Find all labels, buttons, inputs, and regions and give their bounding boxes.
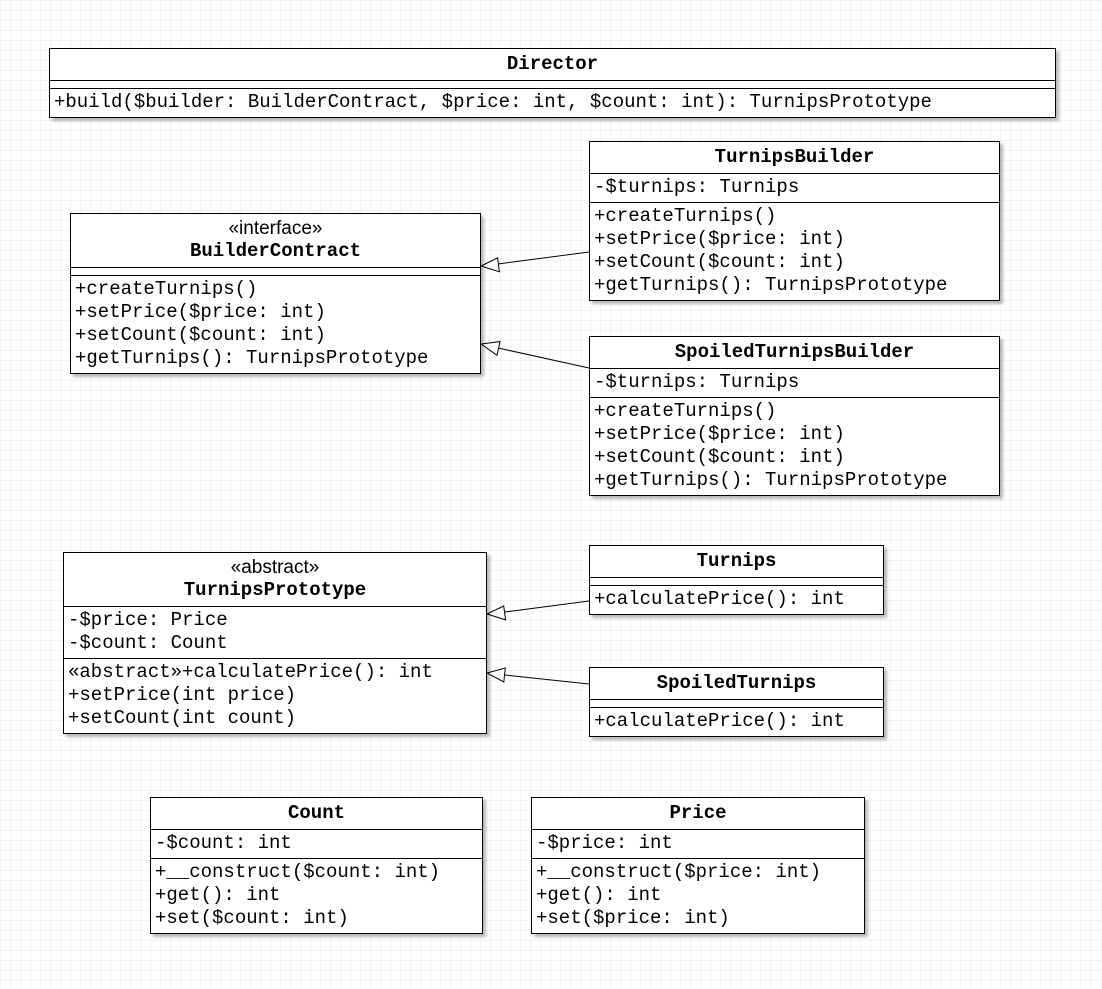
class-header: SpoiledTurnipsBuilder bbox=[590, 337, 999, 369]
operations-section: +createTurnips() +setPrice($price: int) … bbox=[590, 203, 999, 300]
class-name: TurnipsBuilder bbox=[714, 146, 875, 168]
hollow-arrowhead bbox=[485, 605, 507, 621]
attribute: -$turnips: Turnips bbox=[594, 176, 800, 198]
operation: +setCount($count: int) bbox=[75, 324, 326, 346]
operation: +setPrice(int price) bbox=[68, 684, 297, 706]
class-header: Price bbox=[532, 798, 864, 830]
operation: +setPrice($price: int) bbox=[594, 228, 845, 250]
class-header: SpoiledTurnips bbox=[590, 668, 883, 700]
attributes-section: -$count: int bbox=[151, 830, 482, 859]
operations-section: «abstract»+calculatePrice(): int +setPri… bbox=[64, 659, 486, 733]
class-name: BuilderContract bbox=[189, 240, 362, 262]
operations-section: +__construct($count: int) +get(): int +s… bbox=[151, 859, 482, 933]
operations-section: +createTurnips() +setPrice($price: int) … bbox=[590, 398, 999, 495]
hollow-arrowhead bbox=[479, 257, 500, 273]
class-count[interactable]: Count -$count: int +__construct($count: … bbox=[150, 797, 483, 934]
attributes-section: -$price: int bbox=[532, 830, 864, 859]
operation: +setPrice($price: int) bbox=[75, 301, 326, 323]
hollow-arrowhead bbox=[479, 341, 501, 357]
attributes-section: -$turnips: Turnips bbox=[590, 174, 999, 203]
link-spoiledturnips-turnipsprototype bbox=[504, 674, 590, 685]
class-name: Director bbox=[506, 53, 599, 75]
operation: «abstract»+calculatePrice(): int bbox=[68, 661, 433, 683]
class-builder-contract[interactable]: «interface» BuilderContract +createTurni… bbox=[70, 213, 481, 374]
operation: +getTurnips(): TurnipsPrototype bbox=[75, 347, 429, 369]
class-name: Turnips bbox=[696, 550, 777, 572]
operation: +__construct($count: int) bbox=[155, 861, 441, 883]
attributes-section: -$turnips: Turnips bbox=[590, 369, 999, 398]
operation: +calculatePrice(): int bbox=[594, 588, 845, 610]
class-turnips[interactable]: Turnips +calculatePrice(): int bbox=[589, 545, 884, 615]
class-name: Price bbox=[669, 802, 727, 824]
operation: +getTurnips(): TurnipsPrototype bbox=[594, 469, 948, 491]
attribute: -$count: int bbox=[155, 832, 292, 854]
operation: +set($count: int) bbox=[155, 907, 349, 929]
attributes-section bbox=[590, 578, 883, 586]
stereotype-label: «abstract» bbox=[230, 557, 320, 578]
operations-section: +__construct($price: int) +get(): int +s… bbox=[532, 859, 864, 933]
operation: +setPrice($price: int) bbox=[594, 423, 845, 445]
attributes-section bbox=[590, 700, 883, 708]
attribute: -$price: int bbox=[536, 832, 673, 854]
operation: +calculatePrice(): int bbox=[594, 710, 845, 732]
class-header: TurnipsBuilder bbox=[590, 142, 999, 174]
class-turnips-builder[interactable]: TurnipsBuilder -$turnips: Turnips +creat… bbox=[589, 141, 1000, 301]
class-header: «abstract» TurnipsPrototype bbox=[64, 553, 486, 607]
operation: +createTurnips() bbox=[594, 205, 777, 227]
class-price[interactable]: Price -$price: int +__construct($price: … bbox=[531, 797, 865, 934]
attribute: -$turnips: Turnips bbox=[594, 371, 800, 393]
operation: +get(): int bbox=[155, 884, 281, 906]
attribute: -$price: Price bbox=[68, 609, 228, 631]
class-header: Turnips bbox=[590, 546, 883, 578]
class-name: SpoiledTurnipsBuilder bbox=[674, 341, 915, 363]
operation: +createTurnips() bbox=[75, 278, 258, 300]
attribute: -$count: Count bbox=[68, 632, 228, 654]
operation: +setCount(int count) bbox=[68, 707, 297, 729]
operation: +createTurnips() bbox=[594, 400, 777, 422]
operation: +get(): int bbox=[536, 884, 662, 906]
attributes-section: -$price: Price -$count: Count bbox=[64, 607, 486, 659]
operation: +setCount($count: int) bbox=[594, 251, 845, 273]
class-name: Count bbox=[287, 802, 345, 824]
operation: +getTurnips(): TurnipsPrototype bbox=[594, 274, 948, 296]
link-spoiledturnipsbuilder-buildercontract bbox=[497, 347, 590, 369]
operations-section: +createTurnips() +setPrice($price: int) … bbox=[71, 276, 480, 373]
class-header: Count bbox=[151, 798, 482, 830]
operations-section: +build($builder: BuilderContract, $price… bbox=[50, 89, 1055, 117]
class-name: SpoiledTurnips bbox=[656, 672, 817, 694]
hollow-arrowhead bbox=[485, 667, 506, 683]
class-spoiled-turnips-builder[interactable]: SpoiledTurnipsBuilder -$turnips: Turnips… bbox=[589, 336, 1000, 496]
operation: +set($price: int) bbox=[536, 907, 730, 929]
link-turnipsbuilder-buildercontract bbox=[497, 251, 590, 265]
class-header: «interface» BuilderContract bbox=[71, 214, 480, 268]
operation: +__construct($price: int) bbox=[536, 861, 822, 883]
attributes-section bbox=[50, 81, 1055, 89]
operations-section: +calculatePrice(): int bbox=[590, 586, 883, 614]
class-spoiled-turnips[interactable]: SpoiledTurnips +calculatePrice(): int bbox=[589, 667, 884, 737]
operation: +setCount($count: int) bbox=[594, 446, 845, 468]
stereotype-label: «interface» bbox=[228, 218, 323, 239]
operation: +build($builder: BuilderContract, $price… bbox=[54, 91, 932, 113]
class-turnips-prototype[interactable]: «abstract» TurnipsPrototype -$price: Pri… bbox=[63, 552, 487, 734]
operations-section: +calculatePrice(): int bbox=[590, 708, 883, 736]
link-turnips-turnipsprototype bbox=[504, 600, 590, 613]
class-name: TurnipsPrototype bbox=[183, 579, 367, 601]
attributes-section bbox=[71, 268, 480, 276]
class-header: Director bbox=[50, 49, 1055, 81]
class-director[interactable]: Director +build($builder: BuilderContrac… bbox=[49, 48, 1056, 118]
